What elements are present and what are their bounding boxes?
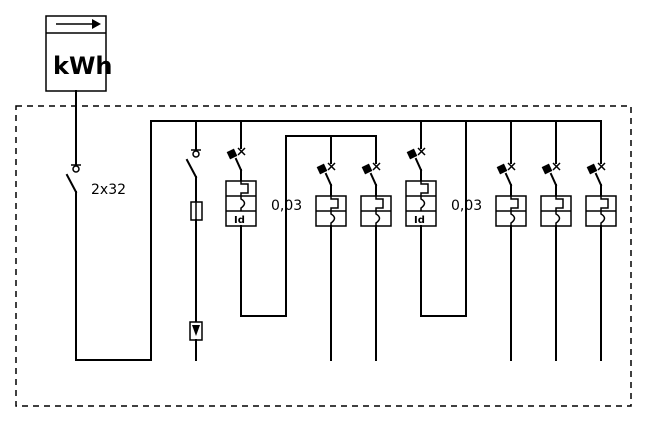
rcd-2-symbol: Id [414, 215, 425, 226]
distribution-board-enclosure [15, 105, 632, 407]
arrow-right-icon [56, 19, 101, 29]
surge-protector-branch [185, 120, 203, 361]
breaker-actuator-icon [361, 162, 381, 175]
breaker-actuator-icon [496, 162, 516, 175]
main-switch [65, 164, 81, 361]
mcb-4 [540, 120, 572, 361]
breaker-actuator-icon [586, 162, 606, 175]
rcd-1-sensitivity: 0,03 [271, 198, 302, 214]
rcd-1: Id [225, 120, 377, 317]
breaker-actuator-icon [316, 162, 336, 175]
mcb-1 [315, 135, 347, 361]
mcb-3 [495, 120, 527, 361]
breaker-actuator-icon [406, 147, 426, 160]
mcb-5 [585, 120, 617, 361]
kwh-meter: kWh [45, 15, 113, 92]
breaker-actuator-icon [541, 162, 561, 175]
meter-label: kWh [53, 52, 113, 80]
breaker-actuator-icon [226, 147, 246, 160]
main-switch-rating: 2x32 [91, 182, 126, 198]
mcb-2 [360, 135, 392, 361]
rcd-2-sensitivity: 0,03 [451, 198, 482, 214]
rcd-1-symbol: Id [234, 215, 245, 226]
arrow-down-icon [192, 325, 200, 336]
busbar [75, 120, 602, 361]
